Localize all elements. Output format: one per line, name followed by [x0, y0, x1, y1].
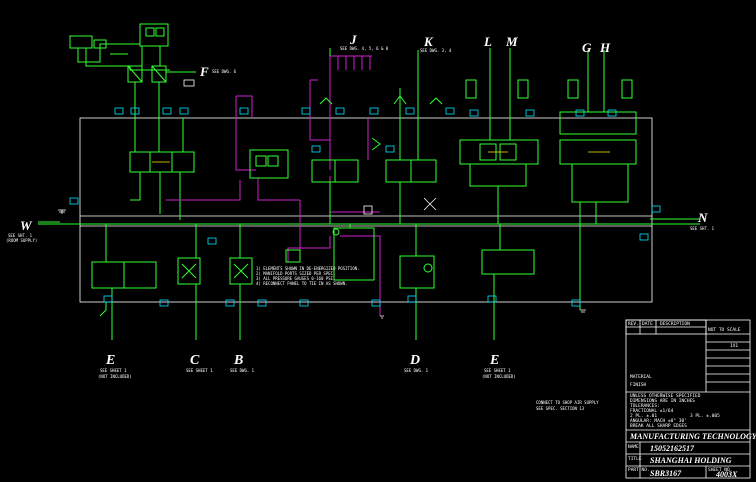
drawing-number: 15052162517 — [650, 444, 695, 453]
svg-text:SEE SHT. 1: SEE SHT. 1 — [8, 233, 33, 238]
svg-text:FRACTIONAL ±1/64: FRACTIONAL ±1/64 — [630, 408, 674, 414]
connector-N: N — [697, 210, 708, 225]
svg-text:2) MANIFOLD PORTS SIZED PER SP: 2) MANIFOLD PORTS SIZED PER SPEC. — [256, 271, 335, 276]
connector-E-left: E — [105, 353, 115, 368]
svg-text:3) ALL PRESSURE GAUGES 0-160 P: 3) ALL PRESSURE GAUGES 0-160 PSI. — [256, 276, 335, 281]
company-name: MANUFACTURING TECHNOLOGY INC. — [629, 432, 756, 441]
center-valves — [249, 50, 443, 224]
connector-W: W — [20, 218, 33, 233]
svg-text:TOLERANCES:: TOLERANCES: — [630, 403, 660, 409]
svg-text:SEE DWG. 6: SEE DWG. 6 — [212, 69, 237, 74]
lower-components — [91, 224, 535, 289]
svg-text:TITLE: TITLE — [628, 456, 642, 462]
svg-text:NAME: NAME — [628, 444, 639, 450]
title-block: REV. DATE DESCRIPTION NOT TO SCALE 1X1 M… — [625, 319, 756, 479]
schematic-notes: 1) ELEMENTS SHOWN IN DE-ENERGIZED POSITI… — [256, 266, 599, 411]
svg-text:SHEET NO.: SHEET NO. — [708, 467, 732, 473]
svg-text:FINISH: FINISH — [630, 382, 647, 388]
connector-C: C — [190, 353, 200, 368]
svg-text:DATE: DATE — [642, 321, 653, 327]
svg-text:SEE SPEC. SECTION 13: SEE SPEC. SECTION 13 — [536, 406, 585, 411]
manifold-outline — [79, 117, 653, 303]
sheet-number: 4003X — [715, 470, 738, 479]
ground-symbols — [58, 209, 586, 319]
svg-text:REV.: REV. — [628, 321, 639, 327]
svg-text:NOT TO SCALE: NOT TO SCALE — [708, 327, 741, 333]
connector-L: L — [483, 34, 492, 49]
connector-K: K — [423, 34, 434, 49]
svg-text:SEE SHEET 1: SEE SHEET 1 — [484, 368, 511, 373]
svg-text:(NOT INCLUDED): (NOT INCLUDED) — [98, 374, 132, 379]
j-branch-lines — [329, 48, 372, 70]
svg-text:SEE SHEET 1: SEE SHEET 1 — [100, 368, 127, 373]
compressor-group — [69, 23, 196, 118]
right-valves — [459, 48, 637, 224]
svg-text:(NOT INCLUDED): (NOT INCLUDED) — [482, 374, 516, 379]
part-number: SBR3167 — [650, 469, 682, 478]
svg-text:1) ELEMENTS SHOWN IN DE-ENERGI: 1) ELEMENTS SHOWN IN DE-ENERGIZED POSITI… — [256, 266, 360, 271]
drawing-description: SHANGHAI HOLDING — [650, 456, 732, 465]
left-valve-cluster — [129, 118, 195, 220]
svg-text:BREAK ALL SHARP EDGES: BREAK ALL SHARP EDGES — [630, 423, 687, 429]
svg-text:SEE DWG. 3, 4: SEE DWG. 3, 4 — [420, 48, 452, 53]
connector-E-right: E — [489, 353, 499, 368]
svg-text:2 PL. ±.01: 2 PL. ±.01 — [630, 413, 657, 419]
svg-text:4) RECONNECT PANEL TO TIE IN A: 4) RECONNECT PANEL TO TIE IN AS SHOWN. — [256, 281, 348, 286]
connector-B: B — [233, 353, 243, 368]
svg-text:SEE DWG. 1: SEE DWG. 1 — [230, 368, 255, 373]
svg-text:MATERIAL: MATERIAL — [630, 374, 652, 380]
connector-G: G — [582, 40, 592, 55]
bottom-drops — [99, 224, 581, 340]
svg-text:SEE SHT. 1: SEE SHT. 1 — [690, 226, 715, 231]
svg-text:PART NO.: PART NO. — [628, 467, 650, 473]
svg-text:SEE SHEET 1: SEE SHEET 1 — [186, 368, 213, 373]
svg-text:UNLESS OTHERWISE SPECIFIED: UNLESS OTHERWISE SPECIFIED — [630, 393, 701, 399]
svg-text:CONNECT TO SHOP AIR SUPPLY: CONNECT TO SHOP AIR SUPPLY — [536, 400, 599, 405]
svg-text:DIMENSIONS ARE IN INCHES: DIMENSIONS ARE IN INCHES — [630, 398, 695, 404]
svg-text:1X1: 1X1 — [730, 343, 738, 349]
main-supply-header — [38, 218, 700, 225]
svg-text:SEE DWG. 4, 5, 6 & 8: SEE DWG. 4, 5, 6 & 8 — [340, 46, 389, 51]
svg-text:ANGULAR: MACH ±0° 30': ANGULAR: MACH ±0° 30' — [630, 418, 687, 424]
svg-text:SEE DWG. 1: SEE DWG. 1 — [404, 368, 429, 373]
connector-D: D — [409, 353, 420, 368]
port-markers — [69, 107, 661, 307]
connector-H: H — [599, 40, 611, 55]
connector-F: F — [199, 64, 209, 79]
svg-text:DESCRIPTION: DESCRIPTION — [660, 321, 690, 327]
connector-J: J — [349, 32, 357, 47]
svg-text:3 PL. ±.005: 3 PL. ±.005 — [690, 413, 720, 419]
connector-M: M — [505, 34, 518, 49]
svg-text:(ROOM SUPPLY): (ROOM SUPPLY) — [6, 238, 37, 243]
